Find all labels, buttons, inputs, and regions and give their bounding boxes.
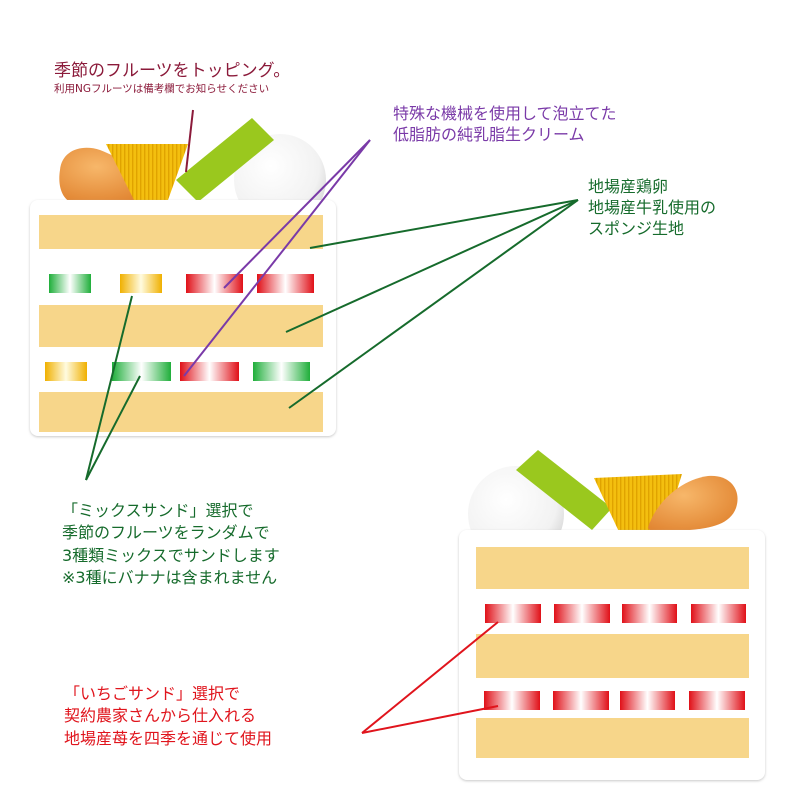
ichigo-note-line1: 「いちごサンド」選択で — [64, 684, 241, 703]
ichigo-note-line3: 地場産苺を四季を通じて使用 — [64, 728, 273, 748]
sponge-note: 地場産鶏卵 地場産牛乳使用の スポンジ生地 — [588, 177, 716, 239]
strawberry-slice — [484, 691, 540, 710]
mix-note-line3: 3種類ミックスでサンドします — [62, 545, 280, 565]
mango-slice — [45, 362, 87, 381]
mix-cake — [30, 118, 336, 436]
strawberry-slice — [180, 362, 239, 381]
fruit-note-line2: 利用NGフルーツは備考欄でお知らせください — [54, 83, 270, 96]
sponge-layer — [39, 392, 323, 432]
leader-lines — [85, 109, 579, 734]
mix-leader — [85, 375, 141, 481]
fruit-note-line1: 季節のフルーツをトッピング。 — [54, 61, 291, 81]
cream-note-line2: 低脂肪の純乳脂生クリーム — [393, 124, 585, 144]
strawberry-slice — [554, 604, 610, 623]
mix-sandwich-note: 「ミックスサンド」選択で 季節のフルーツをランダムで 3種類ミックスでサンドしま… — [62, 500, 280, 590]
kiwi-slice — [49, 274, 91, 293]
cream-leader — [183, 139, 371, 377]
fruit-leader — [185, 109, 194, 173]
sponge-layer — [476, 634, 749, 678]
sponge-layer — [476, 547, 749, 589]
mix-note-line2: 季節のフルーツをランダムで — [62, 523, 270, 543]
strawberry-slice — [691, 604, 746, 623]
sponge-layer — [39, 305, 323, 347]
strawberry-slice — [620, 691, 675, 710]
strawberry-slice — [553, 691, 609, 710]
sponge-layer — [39, 215, 323, 249]
mix-note-line1: 「ミックスサンド」選択で — [62, 501, 254, 520]
strawberry-cake — [459, 450, 765, 780]
kiwi-slice — [112, 362, 171, 381]
strawberry-slice — [257, 274, 314, 293]
ichigo-leader — [361, 705, 499, 734]
strawberry-slice — [622, 604, 677, 623]
sponge-layer — [476, 718, 749, 758]
melon-topping — [176, 118, 274, 202]
kiwi-slice — [253, 362, 310, 381]
sponge-leader — [309, 199, 579, 249]
strawberry-slice — [485, 604, 541, 623]
melon-topping — [516, 450, 612, 530]
mix-leader — [85, 295, 133, 481]
fruit-topping-note: 季節のフルーツをトッピング。 利用NGフルーツは備考欄でお知らせください — [54, 60, 290, 97]
cream-note-line1: 特殊な機械を使用して泡立てた — [393, 104, 617, 123]
strawberry-slice — [186, 274, 243, 293]
sponge-leader — [285, 199, 579, 333]
strawberry-slice — [689, 691, 745, 710]
cream-note: 特殊な機械を使用して泡立てた 低脂肪の純乳脂生クリーム — [393, 104, 617, 146]
sponge-note-line2: 地場産牛乳使用の — [588, 197, 717, 217]
mango-topping — [106, 144, 188, 200]
ichigo-note-line2: 契約農家さんから仕入れる — [64, 706, 257, 726]
peach-topping — [648, 475, 738, 532]
sponge-note-line1: 地場産鶏卵 — [588, 177, 669, 196]
strawberry-sandwich-note: 「いちごサンド」選択で 契約農家さんから仕入れる 地場産苺を四季を通じて使用 — [64, 683, 272, 750]
mango-slice — [120, 274, 162, 293]
mix-note-line4: ※3種にバナナは含まれません — [62, 568, 278, 588]
ichigo-leader — [361, 621, 499, 734]
sponge-note-line3: スポンジ生地 — [588, 218, 685, 238]
sponge-leader — [288, 199, 579, 409]
cream-leader — [223, 139, 371, 289]
